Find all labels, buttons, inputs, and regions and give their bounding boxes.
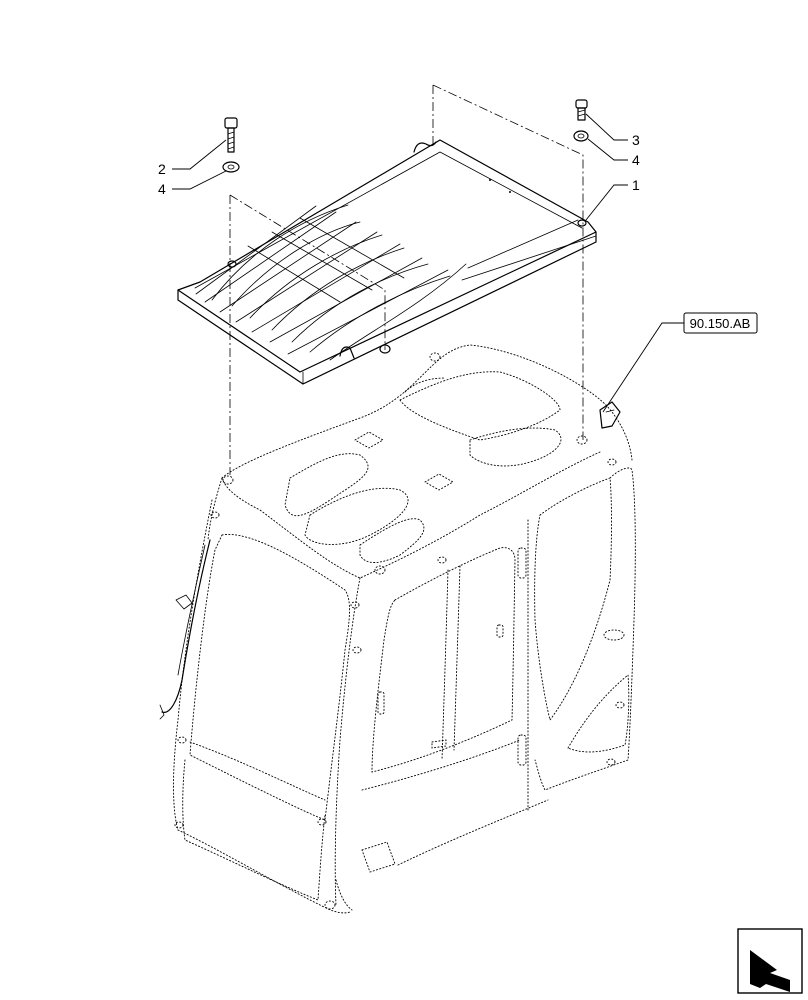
washer-right (573, 130, 589, 142)
roof-guard-assembly (177, 139, 597, 385)
callout-4-right: 4 (632, 152, 640, 168)
callout-4-left: 4 (158, 181, 166, 197)
operator-cab (159, 344, 636, 914)
bolt-left (224, 117, 238, 153)
callout-leaders (172, 113, 684, 413)
bolt-right (575, 99, 588, 121)
next-page-arrow-icon[interactable] (737, 928, 803, 994)
assembly-centerlines (229, 84, 584, 475)
callout-2: 2 (158, 161, 166, 177)
callout-3: 3 (632, 132, 640, 148)
reference-link-box[interactable]: 90.150.AB (683, 312, 758, 334)
callout-1: 1 (632, 177, 640, 193)
washer-left (222, 161, 240, 173)
reference-label: 90.150.AB (690, 316, 751, 331)
